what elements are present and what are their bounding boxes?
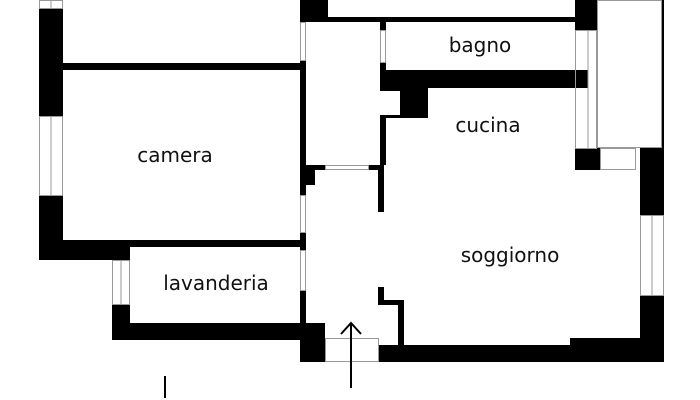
wall [640,148,664,215]
wall [380,115,386,165]
wall [380,22,386,30]
window [600,148,636,170]
room-label-bagno: bagno [448,33,512,57]
entrance-arrow-icon [340,321,362,388]
wall [575,0,597,30]
wall [300,165,315,185]
wall [164,376,166,398]
wall [380,88,400,91]
room-label-camera: camera [137,143,213,167]
wall [300,290,306,325]
window [300,22,306,61]
wall [380,115,428,118]
wall [306,165,325,170]
wall [368,165,384,170]
wall [378,345,664,362]
wall [39,8,63,116]
window [325,165,369,170]
wall [575,148,600,170]
wall [400,88,428,118]
room-label-soggiorno: soggiorno [460,243,560,267]
wall [570,338,664,346]
wall [63,240,306,247]
wall [300,232,306,250]
wall [63,63,306,70]
wall [662,0,664,150]
balcony [597,0,662,148]
window [300,250,306,291]
walls [39,0,664,398]
wall [300,0,328,22]
wall [300,323,325,362]
room-label-lavanderia: lavanderia [163,271,269,295]
wall [640,295,664,362]
wall [328,17,578,22]
wall [378,300,404,305]
wall [398,300,404,346]
windows [39,0,664,362]
wall [380,62,386,72]
window [380,30,386,63]
wall [378,165,384,212]
wall [300,60,306,165]
window [575,30,597,149]
wall [39,196,63,260]
wall [380,70,588,88]
room-label-cucina: cucina [455,113,521,137]
wall [378,287,384,305]
window [300,195,306,233]
wall [112,323,325,340]
